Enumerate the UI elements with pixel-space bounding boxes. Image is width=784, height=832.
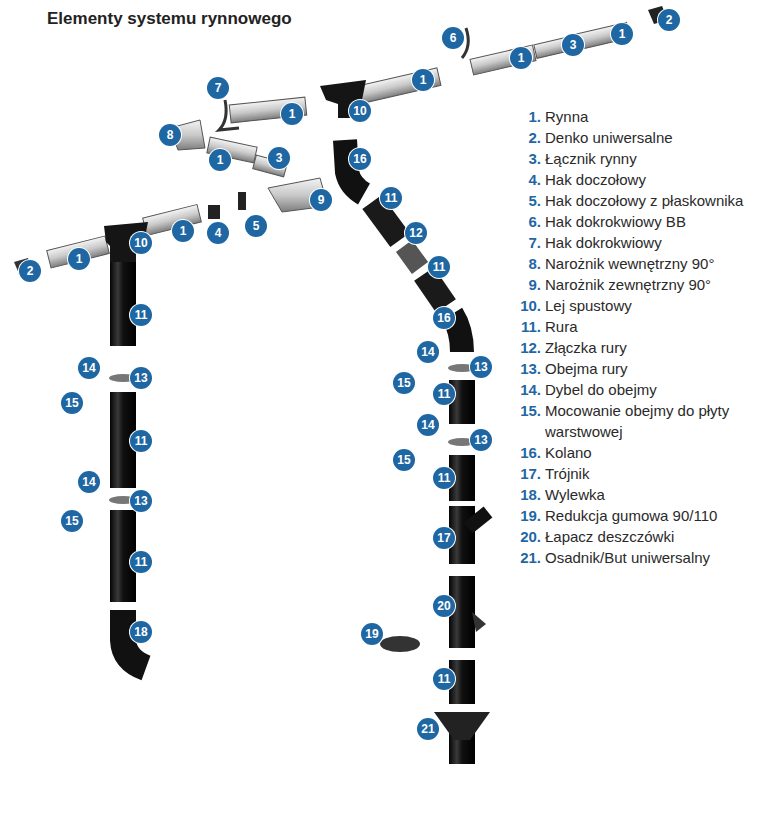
legend-number: 4. — [513, 169, 541, 190]
legend-number: 21. — [513, 547, 541, 568]
callout-number: 7 — [207, 77, 229, 99]
part-name: Hak doczołowy — [545, 169, 780, 190]
callout-number: 3 — [268, 147, 290, 169]
legend-number: 6. — [513, 211, 541, 232]
part-name: Łapacz deszczówki — [545, 526, 780, 547]
part-name: Narożnik zewnętrzny 90° — [545, 274, 780, 295]
callout-number: 1 — [412, 69, 434, 91]
part-name: Trójnik — [545, 463, 780, 484]
callout-number: 2 — [19, 260, 41, 282]
part-name: Osadnik/But uniwersalny — [545, 547, 780, 568]
legend-number: 1. — [513, 106, 541, 127]
part-name: Mocowanie obejmy do płyty warstwowej — [545, 400, 780, 442]
callout-number: 13 — [130, 490, 152, 512]
callout-number: 13 — [470, 356, 492, 378]
callout-number: 10 — [349, 100, 371, 122]
legend-number: 11. — [513, 316, 541, 337]
part-name: Obejma rury — [545, 358, 780, 379]
callout-number: 12 — [405, 222, 427, 244]
callout-number: 8 — [159, 124, 181, 146]
legend-number: 17. — [513, 463, 541, 484]
callout-number: 4 — [207, 222, 229, 244]
callout-number: 14 — [417, 414, 439, 436]
legend-number: 5. — [513, 190, 541, 211]
legend-number: 16. — [513, 442, 541, 463]
legend-number: 12. — [513, 337, 541, 358]
callout-number: 1 — [510, 47, 532, 69]
legend-number: 13. — [513, 358, 541, 379]
part-name: Kolano — [545, 442, 780, 463]
legend-number: 3. — [513, 148, 541, 169]
callout-number: 9 — [310, 189, 332, 211]
callout-number: 17 — [433, 527, 455, 549]
callout-number: 1 — [209, 149, 231, 171]
callout-number: 18 — [130, 621, 152, 643]
callout-number: 16 — [349, 148, 371, 170]
callout-number: 13 — [130, 367, 152, 389]
legend-number: 10. — [513, 295, 541, 316]
callout-number: 16 — [433, 307, 455, 329]
callout-number: 14 — [417, 341, 439, 363]
callout-number: 3 — [562, 34, 584, 56]
callout-number: 21 — [417, 718, 439, 740]
part-name: Dybel do obejmy — [545, 379, 780, 400]
legend-number: 20. — [513, 526, 541, 547]
callout-number: 11 — [130, 551, 152, 573]
title: Elementy systemu rynnowego — [47, 9, 292, 29]
callout-number: 6 — [442, 27, 464, 49]
callout-number: 1 — [172, 220, 194, 242]
legend-number: 8. — [513, 253, 541, 274]
legend-number: 19. — [513, 505, 541, 526]
callout-number: 19 — [361, 623, 383, 645]
part-name: Hak dokrokwiowy — [545, 232, 780, 253]
part-name: Denko uniwersalne — [545, 127, 780, 148]
callout-number: 11 — [433, 668, 455, 690]
part-name: Rura — [545, 316, 780, 337]
part-name: Narożnik wewnętrzny 90° — [545, 253, 780, 274]
part-name: Łącznik rynny — [545, 148, 780, 169]
callout-number: 11 — [433, 467, 455, 489]
callout-number: 15 — [393, 372, 415, 394]
callout-number: 1 — [611, 23, 633, 45]
legend-number: 2. — [513, 127, 541, 148]
legend-number: 14. — [513, 379, 541, 400]
part-name: Hak dokrokwiowy BB — [545, 211, 780, 232]
callout-number: 11 — [130, 430, 152, 452]
callout-number: 15 — [61, 510, 83, 532]
callout-number: 14 — [78, 471, 100, 493]
callout-number: 13 — [470, 429, 492, 451]
callout-number: 2 — [658, 9, 680, 31]
callout-number: 11 — [428, 256, 450, 278]
legend-number: 18. — [513, 484, 541, 505]
part-name: Wylewka — [545, 484, 780, 505]
part-name: Hak doczołowy z płaskownika — [545, 190, 780, 211]
callout-number: 11 — [130, 304, 152, 326]
legend-number: 15. — [513, 400, 541, 421]
callout-number: 15 — [61, 392, 83, 414]
part-name: Redukcja gumowa 90/110 — [545, 505, 780, 526]
part-name: Rynna — [545, 106, 780, 127]
callout-number: 11 — [380, 187, 402, 209]
callout-number: 10 — [130, 232, 152, 254]
legend-number: 9. — [513, 274, 541, 295]
callout-number: 1 — [68, 248, 90, 270]
legend-number: 7. — [513, 232, 541, 253]
callout-number: 11 — [433, 383, 455, 405]
callout-number: 15 — [393, 449, 415, 471]
callout-number: 5 — [245, 215, 267, 237]
callout-number: 1 — [281, 103, 303, 125]
part-name: Lej spustowy — [545, 295, 780, 316]
callout-number: 14 — [78, 357, 100, 379]
part-name: Złączka rury — [545, 337, 780, 358]
callout-number: 20 — [433, 595, 455, 617]
